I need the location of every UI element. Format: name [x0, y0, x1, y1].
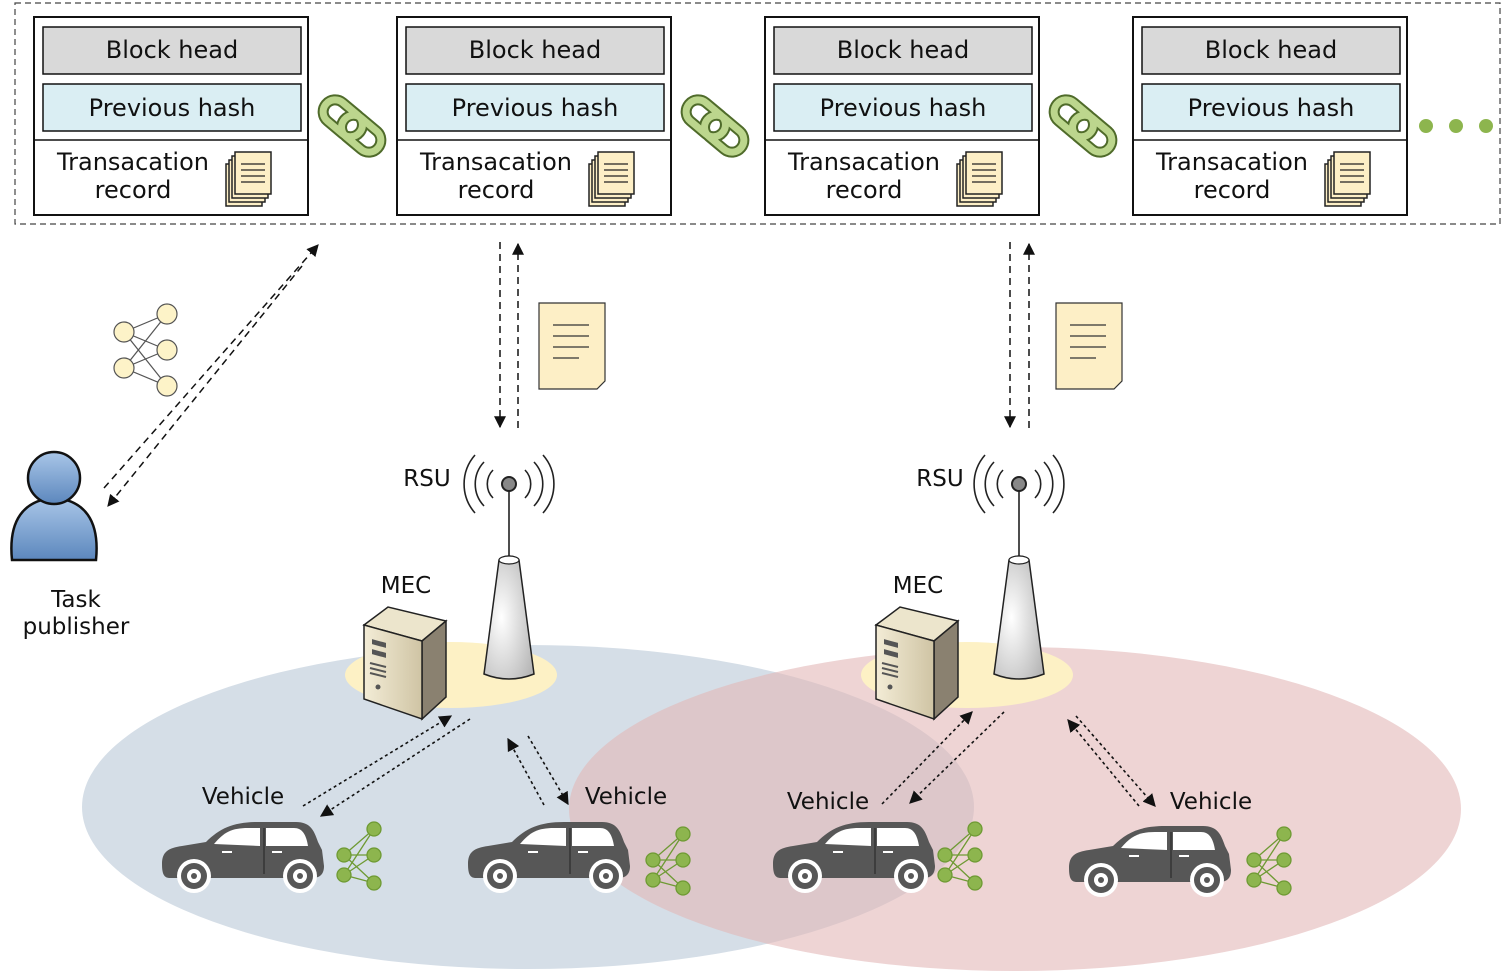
- previous-hash-box: [1141, 83, 1401, 132]
- previous-hash-box: [42, 83, 302, 132]
- previous-hash-label: Previous hash: [820, 94, 987, 122]
- previous-hash-box: [405, 83, 665, 132]
- block-head-label: Block head: [106, 36, 238, 64]
- download-arrow: [527, 735, 569, 806]
- left-cell: RSU MEC Vehicle Vehicle: [161, 454, 691, 896]
- document-icon: [1055, 302, 1123, 390]
- mec-label: MEC: [381, 573, 431, 599]
- transaction-record-label-line2: record: [826, 176, 903, 204]
- block-head-label: Block head: [837, 36, 969, 64]
- upload-arrow: [1067, 719, 1140, 807]
- rsu-tower-icon: [993, 555, 1045, 680]
- block-2: Block head Previous hash Transacation re…: [396, 16, 672, 216]
- continuation-dots: [1419, 119, 1493, 133]
- transaction-record-label-line1: Transacation: [56, 148, 209, 176]
- upload-arrow: [302, 715, 453, 807]
- block-head-box: [1141, 26, 1401, 75]
- transaction-record-label-line1: Transacation: [419, 148, 572, 176]
- document-stack-icon: [588, 151, 635, 207]
- mec-server-icon: [363, 606, 447, 720]
- block-head-box: [42, 26, 302, 75]
- download-arrow: [107, 265, 303, 507]
- mec-server-icon: [875, 606, 959, 720]
- previous-hash-label: Previous hash: [89, 94, 256, 122]
- antenna-icon: [463, 454, 555, 561]
- right-coverage-area: [569, 647, 1461, 971]
- rsu-label: RSU: [916, 466, 963, 492]
- rsu-label: RSU: [403, 466, 450, 492]
- rsu-tower-icon: [483, 555, 535, 680]
- transaction-record-label-line2: record: [1194, 176, 1271, 204]
- block-4: Block head Previous hash Transacation re…: [1132, 16, 1408, 216]
- transaction-record-label-line1: Transacation: [787, 148, 940, 176]
- model-network-icon: [113, 303, 178, 397]
- transaction-record-label-line2: record: [95, 176, 172, 204]
- document-icon: [538, 302, 606, 390]
- block-3: Block head Previous hash Transacation re…: [764, 16, 1040, 216]
- upload-arrow: [103, 244, 319, 489]
- chain-link-icon: [1049, 95, 1117, 157]
- download-arrow: [1075, 715, 1156, 807]
- document-stack-icon: [1324, 151, 1371, 207]
- vehicle-label: Vehicle: [202, 784, 284, 810]
- block-head-box: [405, 26, 665, 75]
- antenna-icon: [973, 454, 1065, 561]
- chain-link-icon: [318, 95, 386, 157]
- blockchain-container: [14, 2, 1501, 225]
- download-arrow: [909, 711, 1005, 804]
- previous-hash-box: [773, 83, 1033, 132]
- upload-arrow: [507, 737, 545, 806]
- chain-link-icon: [681, 95, 749, 157]
- task-publisher-label-line2: publisher: [23, 614, 130, 640]
- previous-hash-label: Previous hash: [452, 94, 619, 122]
- transaction-record-label-line2: record: [458, 176, 535, 204]
- document-stack-icon: [956, 151, 1003, 207]
- vehicle-label: Vehicle: [1170, 789, 1252, 815]
- task-publisher-label-line1: Task: [50, 587, 101, 613]
- document-stack-icon: [225, 151, 272, 207]
- block-head-label: Block head: [469, 36, 601, 64]
- block-1: Block head Previous hash Transacation re…: [33, 16, 309, 216]
- block-head-box: [773, 26, 1033, 75]
- vehicle-label: Vehicle: [787, 789, 869, 815]
- transaction-record-label-line1: Transacation: [1155, 148, 1308, 176]
- block-head-label: Block head: [1205, 36, 1337, 64]
- person-icon: [10, 450, 98, 562]
- previous-hash-label: Previous hash: [1188, 94, 1355, 122]
- vehicle-label: Vehicle: [585, 784, 667, 810]
- mec-label: MEC: [893, 573, 943, 599]
- right-cell: RSU MEC Vehicle Vehicle: [772, 454, 1292, 898]
